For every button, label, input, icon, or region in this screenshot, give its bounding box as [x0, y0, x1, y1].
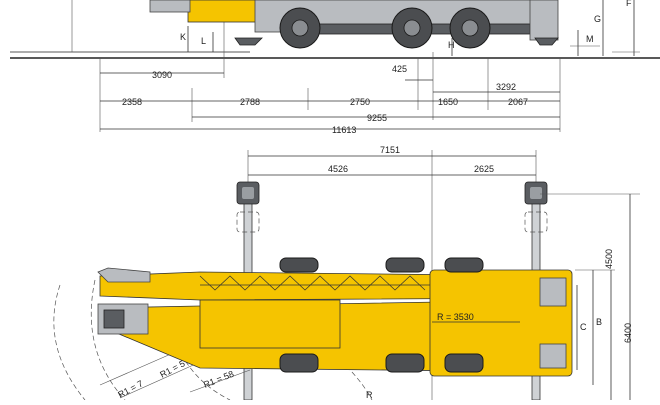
- outrigger-pad-retracted-left: [236, 211, 260, 233]
- engine-block: [539, 343, 567, 369]
- dim-2067: 2067: [508, 97, 528, 107]
- dim-2788: 2788: [240, 97, 260, 107]
- dim-7151: 7151: [380, 145, 400, 155]
- dim-2358: 2358: [122, 97, 142, 107]
- radius-label: R = 3530: [437, 312, 474, 322]
- tyre-top-2: [385, 257, 425, 273]
- swing-arc-mid: [90, 279, 126, 401]
- cab-block: [539, 277, 567, 307]
- swing-arc-carrier: [334, 354, 373, 401]
- front-bumper: [529, 0, 559, 41]
- outrigger-pad-rear: [234, 37, 263, 46]
- r1-label-c: R1 = 58: [202, 369, 235, 390]
- tyre-bottom-1: [279, 353, 319, 373]
- tyre-top-3: [444, 257, 484, 273]
- tyre-bottom-3: [444, 353, 484, 373]
- top-view: 7151 4526 2625 C B 4500 6400: [53, 145, 640, 401]
- dim-4526: 4526: [328, 164, 348, 174]
- side-view: K L H M G F 3090 425 3292 2358 2788 2750…: [10, 0, 660, 135]
- dim-3090: 3090: [152, 70, 172, 80]
- tyre-top-1: [279, 257, 319, 273]
- dim-4500: 4500: [604, 249, 614, 269]
- outrigger-pad-front: [534, 37, 559, 46]
- jib-tip: [97, 267, 151, 283]
- carrier-cab: [187, 0, 261, 23]
- label-K: K: [180, 32, 186, 42]
- label-G: G: [594, 14, 601, 24]
- tyre-bottom-2: [385, 353, 425, 373]
- label-H: H: [448, 40, 455, 50]
- dim-11613: 11613: [332, 125, 356, 135]
- dim-6400: 6400: [623, 323, 633, 343]
- swing-arc-outer: [53, 284, 86, 401]
- label-C: C: [580, 322, 587, 332]
- outrigger-pad-retracted-right: [524, 211, 548, 233]
- boom-lattice: [199, 275, 426, 291]
- dim-2625: 2625: [474, 164, 494, 174]
- label-M: M: [586, 34, 594, 44]
- label-L: L: [201, 36, 206, 46]
- dim-425: 425: [392, 64, 407, 74]
- rear-counterweight: [149, 0, 191, 13]
- carrier-deck: [429, 269, 573, 377]
- dim-3292: 3292: [496, 82, 516, 92]
- dim-9255: 9255: [367, 113, 387, 123]
- r1-label-b: R1 = 5: [158, 358, 186, 379]
- dim-2750: 2750: [350, 97, 370, 107]
- r-label-d: R: [366, 390, 373, 400]
- r1-label-a: R1 = 7: [116, 378, 144, 399]
- turntable-deck: [199, 299, 341, 349]
- label-B: B: [596, 317, 602, 327]
- label-F: F: [626, 0, 632, 8]
- dim-1650: 1650: [438, 97, 458, 107]
